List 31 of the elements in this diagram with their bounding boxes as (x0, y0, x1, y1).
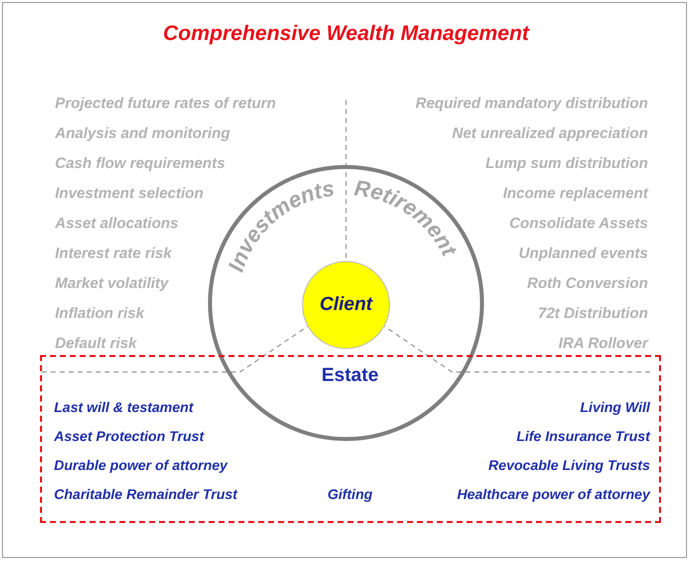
list-item: Inflation risk (55, 305, 144, 322)
estate-box (40, 355, 661, 523)
list-item: Interest rate risk (55, 245, 172, 262)
segment-label: Estate (321, 365, 379, 387)
node-label: Client (320, 294, 372, 316)
list-item: Required mandatory distribution (415, 95, 648, 112)
list-item: Income replacement (502, 185, 648, 202)
title: Comprehensive Wealth Management (162, 22, 530, 46)
list-item: Healthcare power of attorney (457, 486, 650, 502)
list-item: Lump sum distribution (486, 155, 648, 172)
list-item: Market volatility (55, 275, 168, 292)
list-item: Charitable Remainder Trust (54, 486, 238, 502)
list-item: Investment selection (55, 185, 204, 202)
list-item: Revocable Living Trusts (488, 457, 650, 473)
list-item: 72t Distribution (538, 305, 648, 322)
list-item: Unplanned events (518, 245, 648, 262)
list-item: Analysis and monitoring (55, 125, 230, 142)
list-item: Cash flow requirements (55, 155, 226, 172)
list-item: Asset Protection Trust (54, 428, 204, 444)
list-item: Roth Conversion (527, 275, 648, 292)
list-item: Living Will (580, 399, 650, 415)
list-item: Net unrealized appreciation (452, 125, 648, 142)
list-item: Default risk (55, 335, 137, 352)
list-item: Projected future rates of return (55, 95, 276, 112)
list-item: Life Insurance Trust (516, 428, 650, 444)
list-item: Asset allocations (55, 215, 178, 232)
list-item: Gifting (327, 486, 373, 502)
list-item: Consolidate Assets (509, 215, 648, 232)
list-item: Durable power of attorney (54, 457, 228, 473)
list-item: IRA Rollover (558, 335, 648, 352)
list-item: Last will & testament (54, 399, 194, 415)
